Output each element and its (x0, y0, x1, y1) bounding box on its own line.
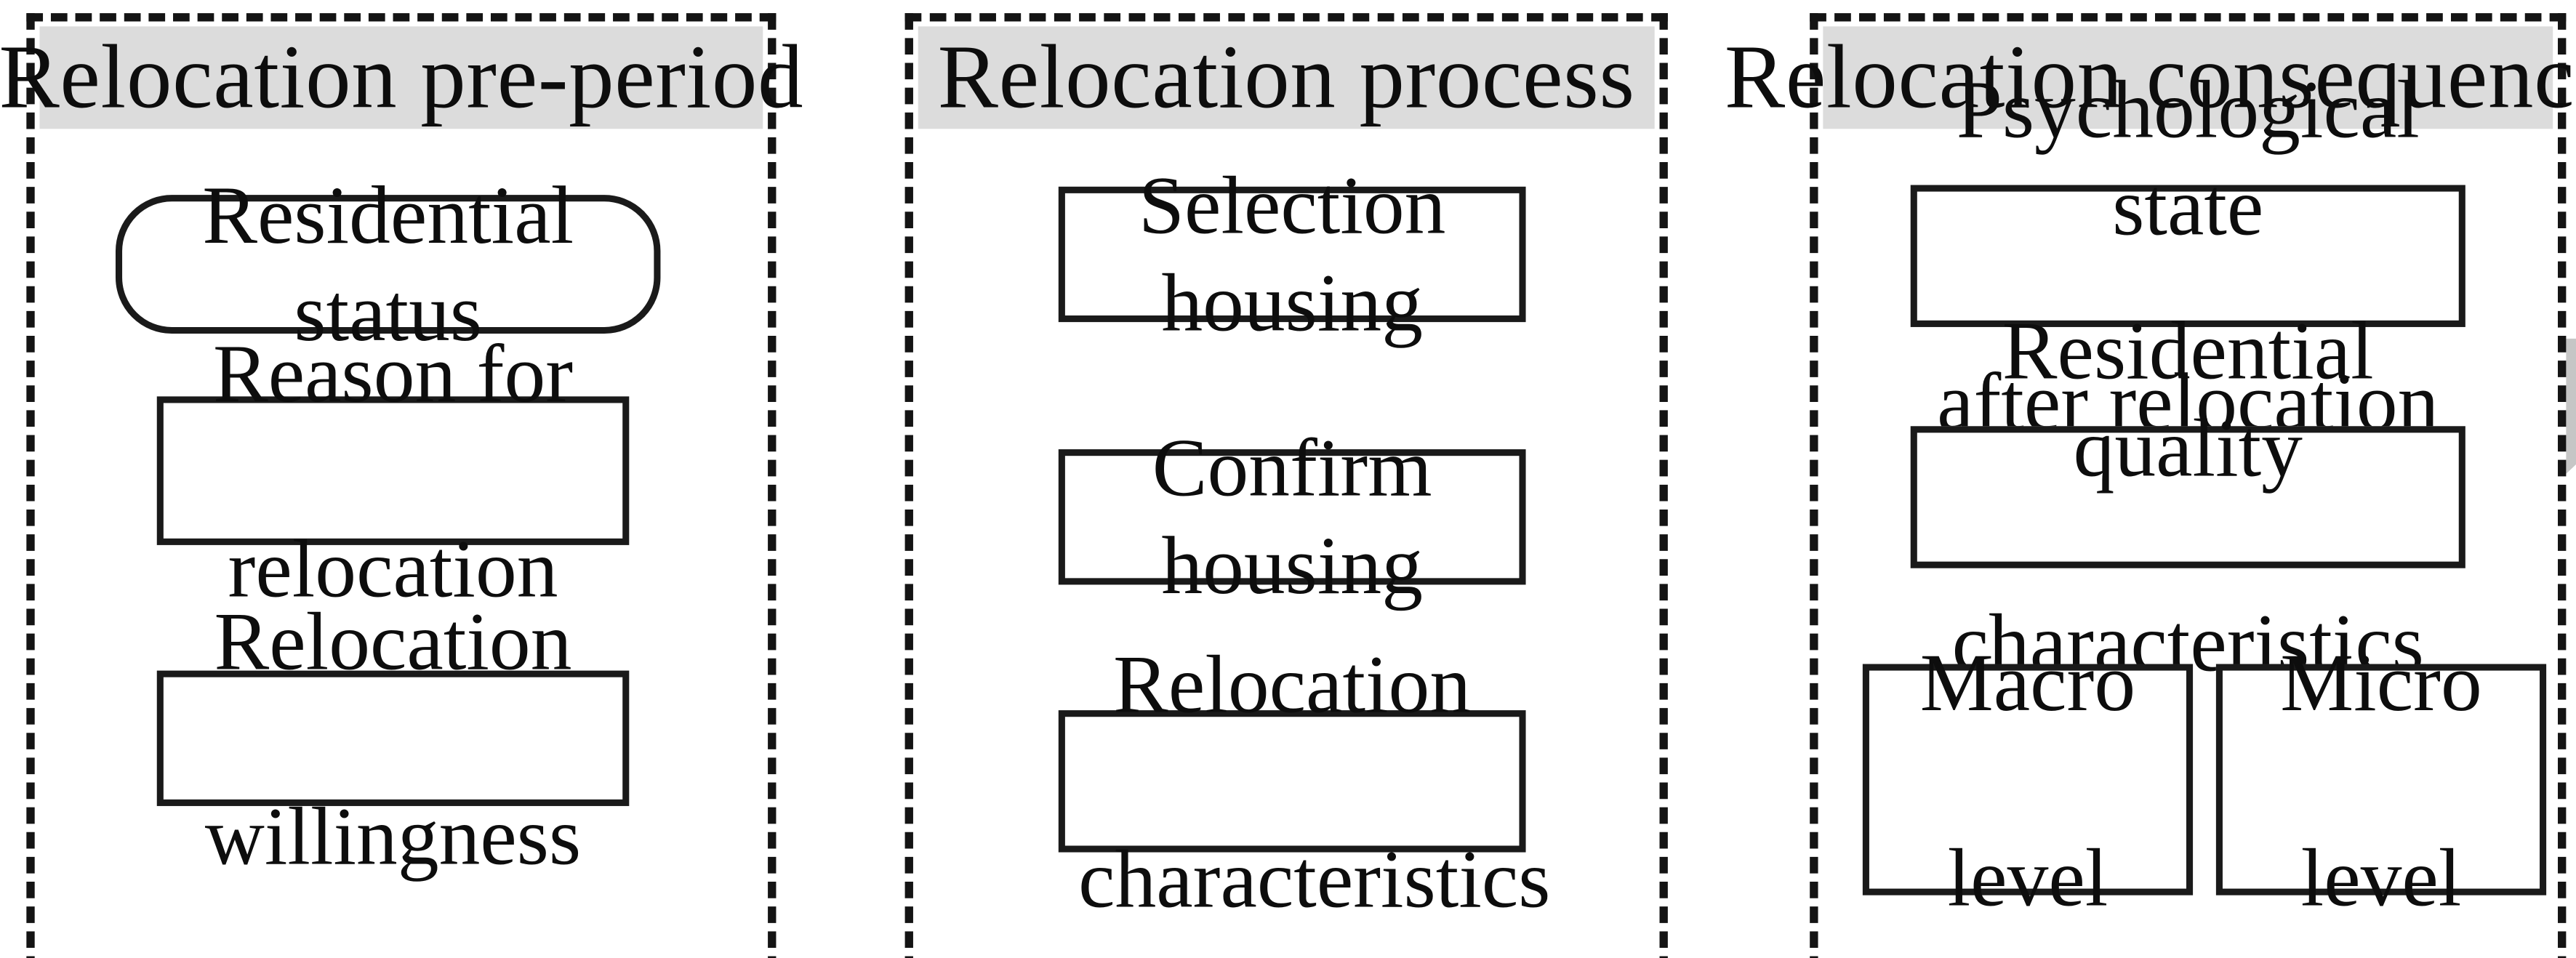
node-label-line1: Reason for (212, 326, 574, 419)
node-label-line1: Micro (2280, 635, 2482, 728)
node-macro-level[interactable]: Macro level (1862, 635, 2194, 922)
node-reason-for-relocation[interactable]: Reason for relocation (156, 326, 630, 613)
node-label: Residential status (202, 168, 574, 359)
node-relocation-willingness[interactable]: Relocation willingness (156, 594, 630, 881)
node-residential-status[interactable]: Residential status (115, 169, 661, 358)
panel-header-label: Relocation consequences (1724, 26, 2576, 128)
node-label-line1: Psychological state (1956, 63, 2420, 253)
panel-header-relocation-pre-period: Relocation pre-period (0, 26, 803, 129)
node-label: Macro level (1882, 633, 2173, 925)
node-label-line1: Macro (1919, 635, 2136, 728)
node-label: Micro level (2236, 633, 2527, 925)
node-confirm-housing[interactable]: Confirm housing (1058, 421, 1526, 611)
node-label: Selection housing (1138, 158, 1446, 349)
node-label-line2: relocation (228, 520, 558, 614)
node-label-line2: level (1947, 829, 2108, 923)
node-label-line2: level (2300, 829, 2462, 923)
node-label-line1: Residential quality (2002, 304, 2374, 494)
node-label-line2: characteristics (1078, 832, 1551, 925)
node-label-line1: Relocation (214, 593, 572, 687)
panel-header-relocation-process: Relocation process (918, 26, 1655, 129)
node-relocation-characteristics[interactable]: Relocation characteristics (1058, 637, 1550, 924)
node-label-line1: Relocation (1113, 637, 1472, 730)
node-label: Relocation characteristics (1078, 635, 1551, 927)
panel-header-relocation-consequences: Relocation consequences (1725, 26, 2576, 129)
node-micro-level[interactable]: Micro level (2215, 635, 2547, 922)
node-label-line2: willingness (204, 789, 582, 882)
node-label: Confirm housing (1152, 421, 1432, 611)
panel-header-label: Relocation process (937, 26, 1635, 128)
node-psychological-state[interactable]: Psychological state after relocation (1910, 63, 2465, 448)
node-residential-quality[interactable]: Residential quality characteristics (1910, 304, 2465, 689)
node-label: Reason for relocation (177, 325, 609, 617)
node-selection-housing[interactable]: Selection housing (1058, 158, 1526, 348)
panel-header-label: Relocation pre-period (0, 26, 804, 128)
node-label: Relocation willingness (177, 592, 609, 885)
